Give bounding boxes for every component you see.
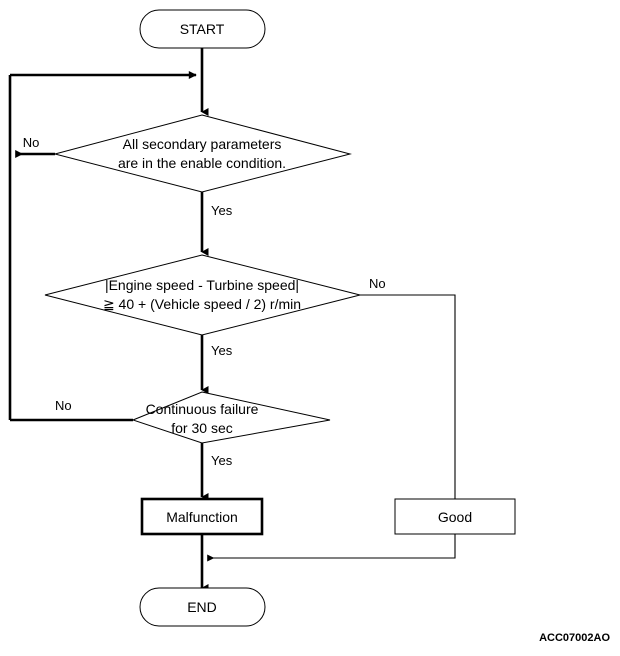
reference-code: ACC07002AO — [539, 632, 610, 644]
edge-label-decision2-no: No — [369, 276, 386, 291]
node-malfunction: Malfunction — [140, 497, 264, 536]
malfunction-label: Malfunction — [166, 509, 238, 525]
decision2-shape — [44, 254, 361, 336]
decision2-label-line2: ≧ 40 + (Vehicle speed / 2) r/min — [103, 296, 301, 312]
node-start: START — [139, 9, 266, 49]
edge-label-decision1-yes: Yes — [211, 203, 233, 218]
end-terminator-shape — [139, 587, 266, 627]
node-decision-continuous-failure: Continuous failure for 30 sec — [131, 391, 331, 444]
start-terminator-shape — [139, 9, 266, 49]
decision2-label-line1: |Engine speed - Turbine speed| — [105, 277, 299, 293]
decision1-shape — [53, 114, 352, 193]
edge-label-decision3-yes: Yes — [211, 453, 233, 468]
edge-label-decision1-no: No — [23, 135, 40, 150]
decision3-shape — [131, 391, 331, 444]
good-box-shape — [394, 498, 516, 535]
start-label: START — [180, 21, 225, 37]
node-decision-secondary-parameters: All secondary parameters are in the enab… — [53, 114, 352, 193]
decision3-label-line1: Continuous failure — [146, 401, 259, 417]
good-label: Good — [438, 509, 472, 525]
edge-label-decision3-no: No — [55, 398, 72, 413]
connector-good-to-end — [207, 534, 456, 562]
malfunction-box-shape — [140, 497, 264, 536]
decision3-label-line2: for 30 sec — [171, 420, 232, 436]
node-good: Good — [394, 498, 516, 535]
node-end: END — [139, 587, 266, 627]
node-decision-speed-difference: |Engine speed - Turbine speed| ≧ 40 + (V… — [44, 254, 361, 336]
edge-label-decision2-yes: Yes — [211, 343, 233, 358]
end-label: END — [187, 599, 217, 615]
decision1-label-line1: All secondary parameters — [123, 136, 282, 152]
decision1-label-line2: are in the enable condition. — [118, 155, 286, 171]
connector-decision2-no — [360, 294, 456, 499]
